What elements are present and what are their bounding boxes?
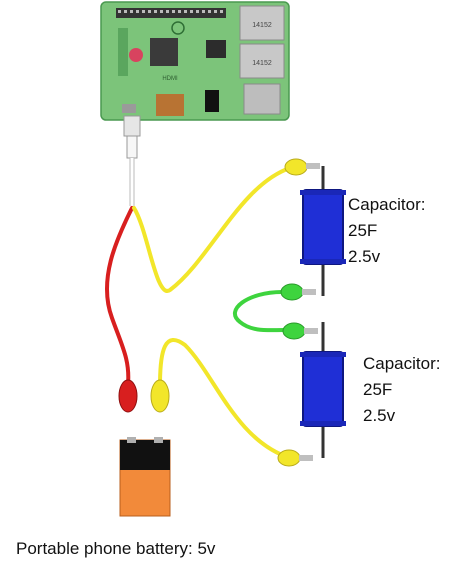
alligator-clips xyxy=(118,158,320,467)
capacitor-2-capacitance: 25F xyxy=(363,380,393,399)
yellow-clip-battery xyxy=(150,379,170,413)
micro-usb-port xyxy=(122,104,136,113)
usb-chip-text-2: 14152 xyxy=(252,60,272,67)
capacitor-2-voltage: 2.5v xyxy=(363,406,396,425)
capacitor-1-name: Capacitor: xyxy=(348,195,426,214)
battery-label: Portable phone battery: 5v xyxy=(16,539,216,558)
capacitor-2 xyxy=(300,322,346,458)
green-wire xyxy=(232,290,286,333)
red-wire xyxy=(104,206,134,386)
secondary-chip xyxy=(206,40,226,58)
yellow-wire-top xyxy=(132,166,292,293)
battery-terminal-negative xyxy=(127,437,136,443)
usb-cable xyxy=(123,115,141,206)
green-clip-capacitor2 xyxy=(282,322,306,340)
green-clip-capacitor1 xyxy=(280,283,304,301)
yellow-clip-capacitor1 xyxy=(284,158,308,176)
hdmi-port xyxy=(156,94,184,116)
portable-battery xyxy=(119,437,171,517)
capacitor-1-capacitance: 25F xyxy=(348,221,378,240)
wires xyxy=(104,166,292,460)
ethernet-port xyxy=(243,83,281,115)
raspberry-pi-board: 14152 14152 HDMI xyxy=(100,1,290,121)
audio-jack xyxy=(205,90,219,112)
cpu-chip xyxy=(150,38,178,66)
capacitor-1-voltage: 2.5v xyxy=(348,247,381,266)
yellow-wire-bottom xyxy=(158,338,292,460)
yellow-clip-capacitor2 xyxy=(277,449,301,467)
gpio-header xyxy=(116,8,226,18)
capacitor-1 xyxy=(300,166,346,296)
raspberry-logo-icon xyxy=(129,48,143,62)
hdmi-text: HDMI xyxy=(162,76,178,82)
capacitor-2-label: Capacitor: 25F 2.5v xyxy=(363,351,473,429)
usb-chip-text-1: 14152 xyxy=(252,22,272,29)
usb-ports: 14152 14152 xyxy=(239,5,285,79)
red-clip-battery xyxy=(118,379,138,413)
capacitor-1-label: Capacitor: 25F 2.5v xyxy=(348,192,458,270)
battery-terminal-positive xyxy=(154,437,163,443)
capacitor-2-name: Capacitor: xyxy=(363,354,441,373)
